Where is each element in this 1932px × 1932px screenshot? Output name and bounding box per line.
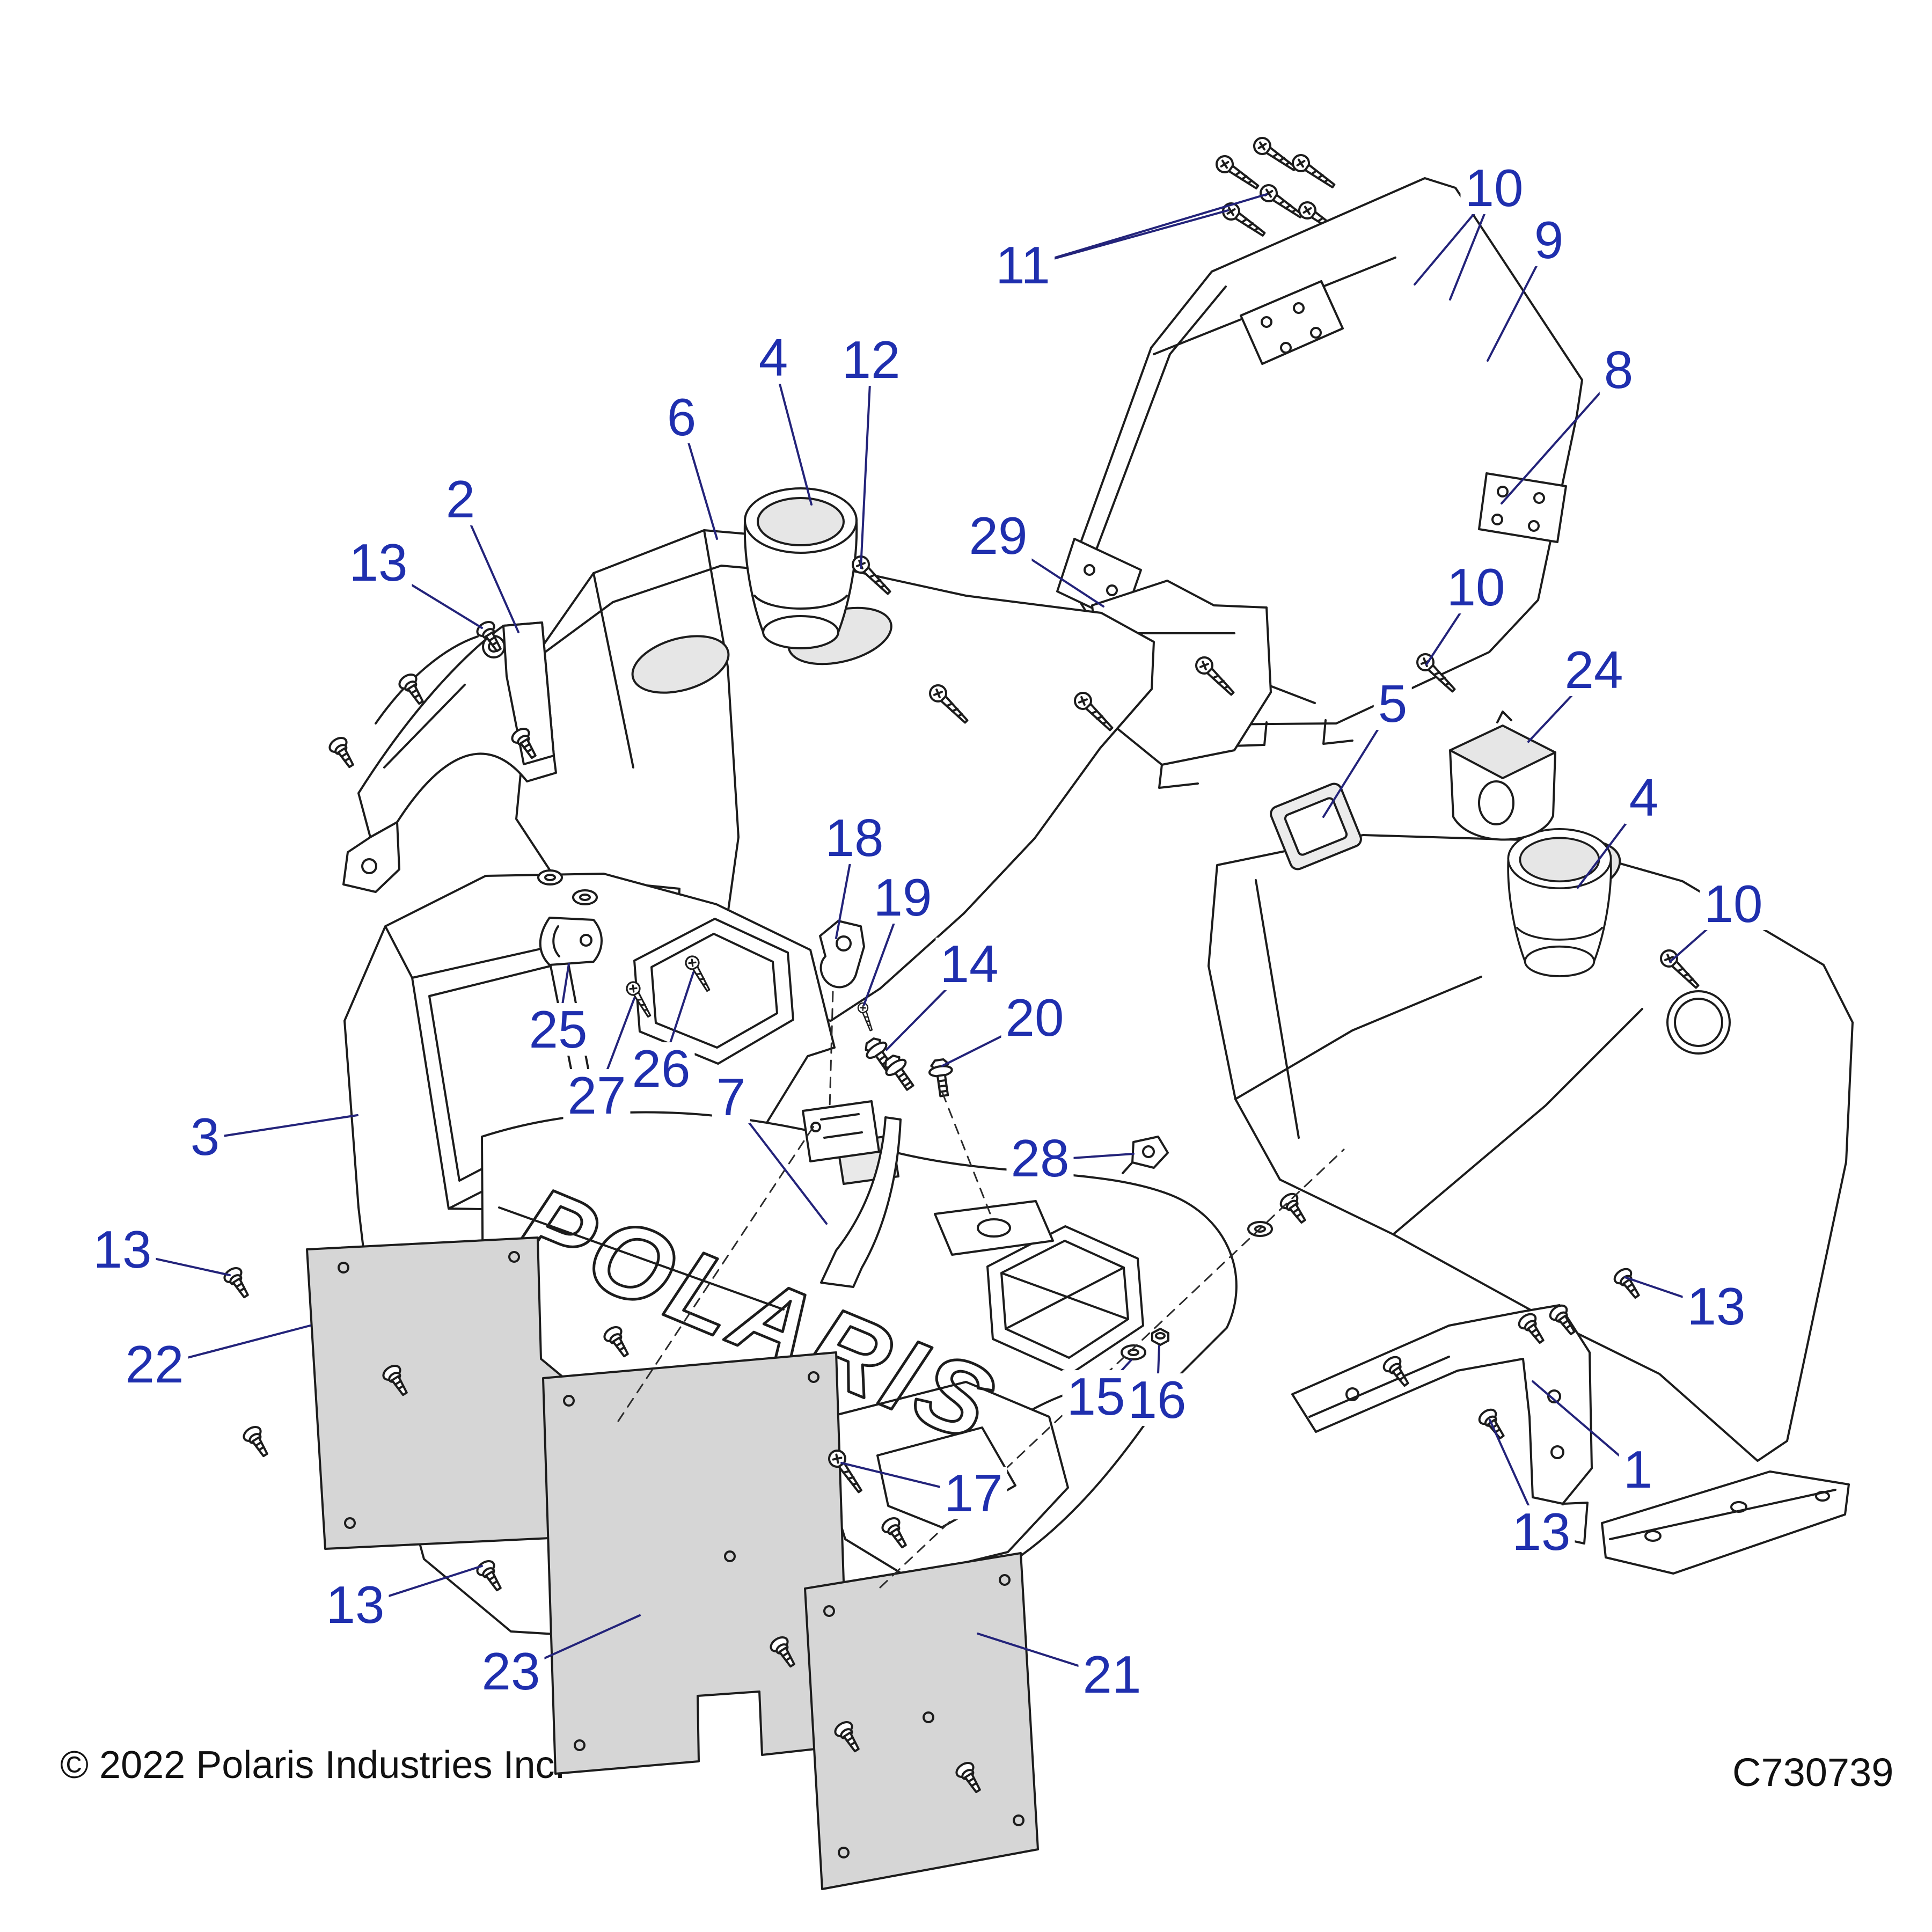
leader-line-14 — [885, 965, 970, 1051]
leader-line-24 — [1527, 671, 1595, 743]
leader-line-22 — [153, 1324, 311, 1367]
diagram-code: C730739 — [1732, 1750, 1894, 1795]
seal-pad-5 — [1270, 782, 1362, 870]
cup-holder-right — [1507, 828, 1612, 977]
leader-line-11 — [1022, 193, 1268, 268]
leader-line-3 — [204, 1114, 358, 1140]
leader-line-6 — [680, 418, 718, 540]
leader-line-4 — [772, 358, 813, 506]
heat-shield-23 — [542, 1351, 850, 1775]
leader-line-28 — [1039, 1153, 1135, 1161]
copyright-text: © 2022 Polaris Industries Inc. — [60, 1744, 566, 1787]
leader-line-12 — [860, 361, 872, 569]
support-bracket-2 — [342, 621, 557, 893]
leader-line-2 — [459, 500, 519, 633]
bolt-fasteners — [860, 1033, 957, 1099]
leader-line-8 — [1501, 371, 1620, 504]
leader-line-13 — [377, 564, 483, 629]
heat-shield-21 — [804, 1552, 1039, 1890]
hood-latch-parts — [539, 917, 1169, 1288]
cup-holder-left — [743, 487, 858, 649]
leader-line-20 — [941, 1019, 1036, 1067]
leader-line-13 — [121, 1250, 231, 1276]
storage-pocket-24 — [1449, 711, 1556, 841]
